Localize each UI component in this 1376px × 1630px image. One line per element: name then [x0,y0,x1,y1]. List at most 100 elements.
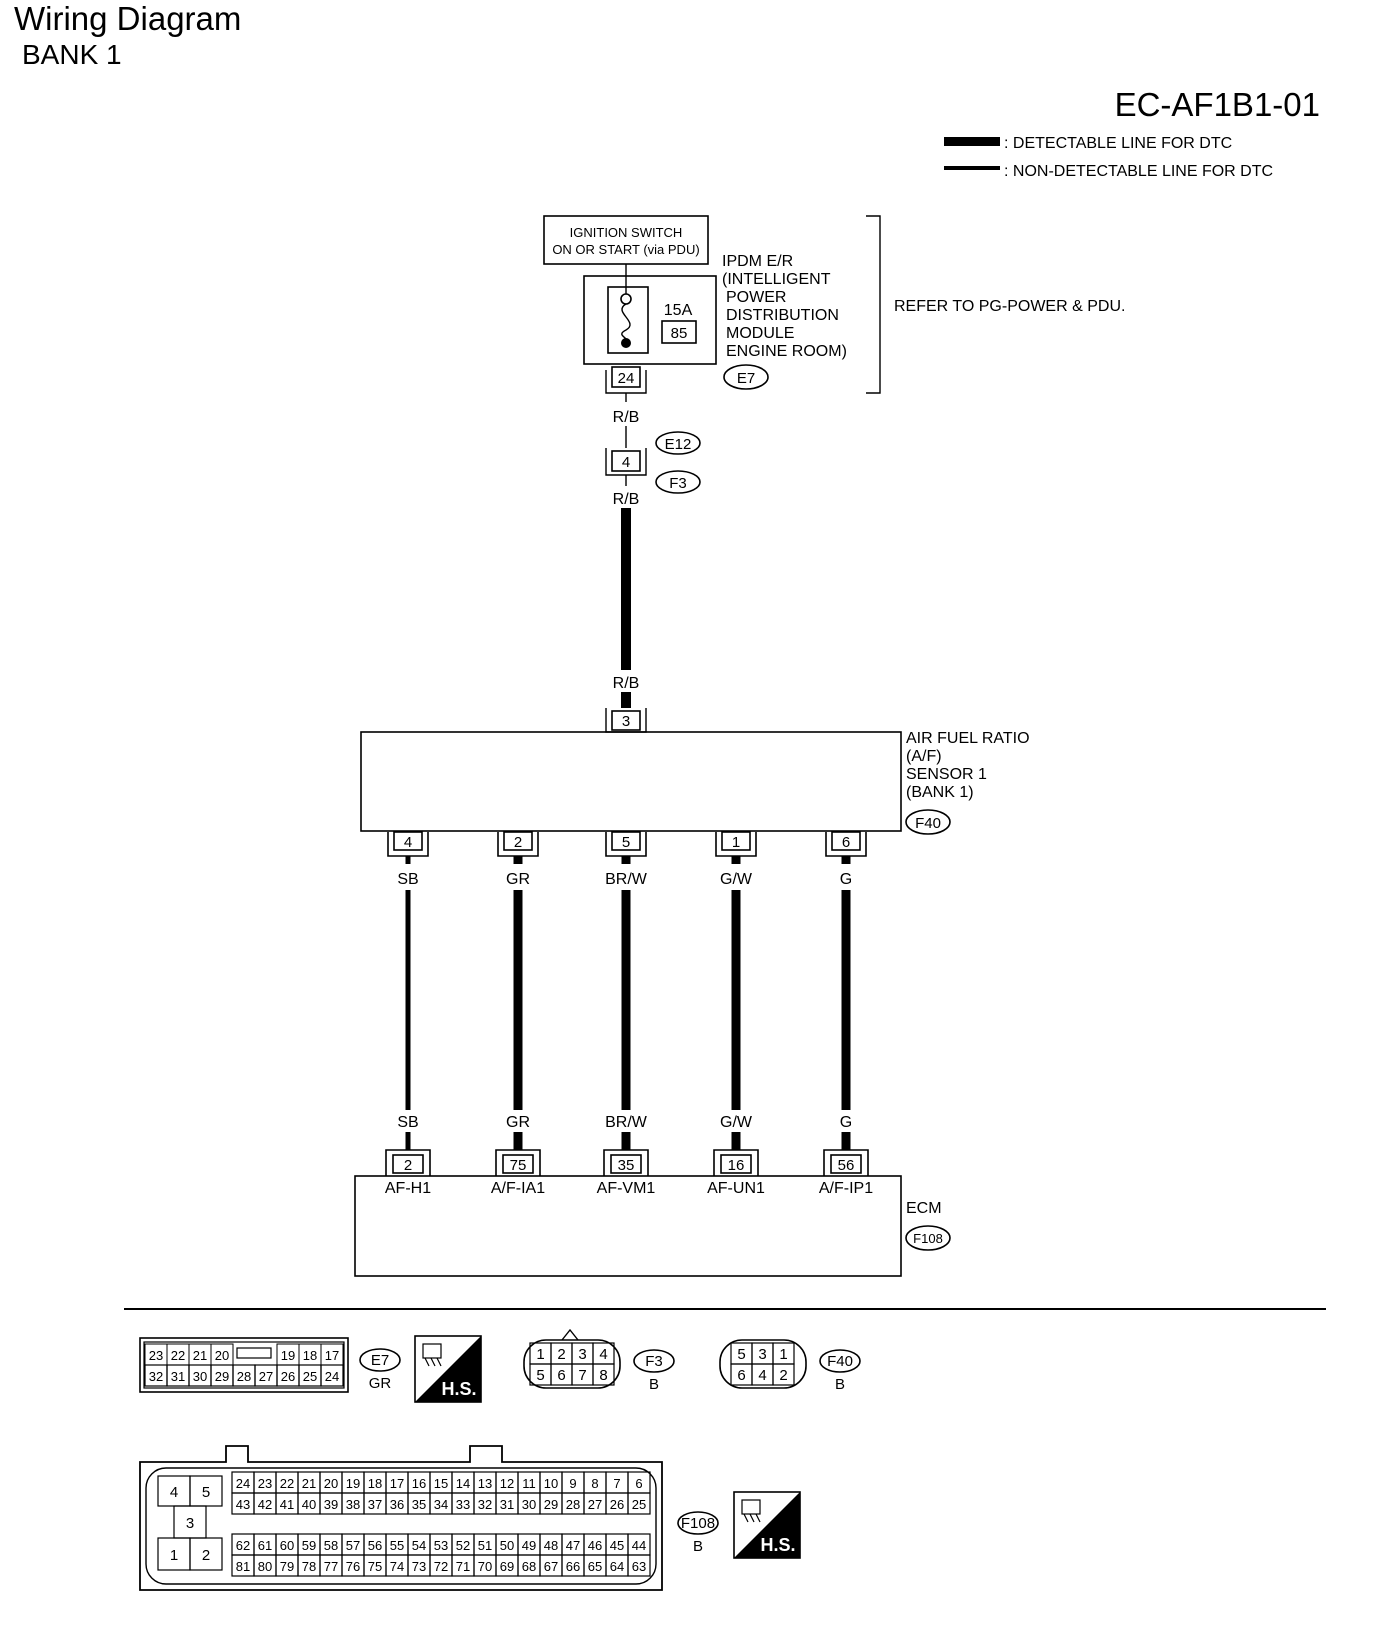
fuse-number: 85 [671,325,688,342]
cavity-number: 63 [632,1559,646,1574]
cavity-number: 6 [635,1476,642,1491]
cavity-number: 7 [613,1476,620,1491]
cavity-number: 54 [412,1538,426,1553]
ecm-pin-box [502,1154,534,1174]
ipdm-label-line: ENGINE ROOM) [726,343,847,360]
cavity-number: 31 [171,1369,185,1384]
cavity-number: 37 [368,1497,382,1512]
ecm-pin: 2 [404,1157,412,1174]
cavity-number: 18 [368,1476,382,1491]
sensor-wire-color: GR [506,871,530,888]
cavity-number: 32 [478,1497,492,1512]
cavity-number: 7 [578,1367,586,1384]
refer-text: REFER TO PG-POWER & PDU. [894,298,1125,315]
ecm-pin: 56 [838,1157,855,1174]
cavity-number: 49 [522,1538,536,1553]
cavity-number: 25 [632,1497,646,1512]
cavity-number: 67 [544,1559,558,1574]
legend-non-detectable-swatch [944,166,1000,170]
cavity-number: 80 [258,1559,272,1574]
cavity-number: 8 [599,1367,607,1384]
sensor-pin-box [721,831,751,851]
cavity-number: 46 [588,1538,602,1553]
cavity-number: 53 [434,1538,448,1553]
cavity-number: 39 [324,1497,338,1512]
connector-tag-f108-view-label: F108 [681,1515,715,1532]
cavity-number: 2 [557,1346,565,1363]
key-notch [561,1328,579,1341]
cavity-number: 13 [478,1476,492,1491]
ignition-switch-label: IGNITION SWITCH [570,225,683,240]
cavity-number: 3 [186,1515,194,1532]
cavity-number: 60 [280,1538,294,1553]
signal-wires: 4SBSB2AF-H12GRGR75A/F-IA15BR/WBR/W35AF-V… [385,831,873,1197]
sensor-label-line: (A/F) [906,748,942,765]
connector-tag-f40 [905,809,951,835]
ecm-terminal-label: A/F-IP1 [819,1180,873,1197]
sensor-wire-color: G [840,871,852,888]
ipdm-label-line: DISTRIBUTION [726,307,839,324]
cavity-number: 25 [303,1369,317,1384]
cavity-number: 20 [324,1476,338,1491]
cavity [772,1363,795,1386]
cavity-number: 77 [324,1559,338,1574]
cavity-number: 2 [202,1547,210,1564]
cavity-number: 64 [610,1559,624,1574]
cavity-number: 51 [478,1538,492,1553]
cavity-number: 1 [779,1346,787,1363]
diagram-code: EC-AF1B1-01 [1115,86,1320,123]
cavity-number: 40 [302,1497,316,1512]
cavity-number: 57 [346,1538,360,1553]
cavity-number: 71 [456,1559,470,1574]
cavity-number: 8 [591,1476,598,1491]
cavity-number: 10 [544,1476,558,1491]
refer-bracket [866,215,881,394]
ipdm-label-line: POWER [726,289,786,306]
connector-tag-f40-label: F40 [915,815,941,832]
hs-label: H.S. [760,1535,795,1555]
cavity-number: 5 [737,1346,745,1363]
cavity-number: 5 [202,1484,210,1501]
cavity-number: 28 [566,1497,580,1512]
cavity-number: 5 [536,1367,544,1384]
cavity-number: 66 [566,1559,580,1574]
cavity-number: 3 [578,1346,586,1363]
cavity-number: 52 [456,1538,470,1553]
cavity-number: 48 [544,1538,558,1553]
cavity-number: 14 [456,1476,470,1491]
sensor-pin-box [393,831,423,851]
af-sensor-box [360,731,902,832]
connector-tag-f3-view-label: F3 [645,1353,663,1370]
cavity-number: 70 [478,1559,492,1574]
ecm-wire-color: GR [506,1114,530,1131]
ignition-switch-condition: ON OR START (via PDU) [552,242,699,257]
legend-detectable-swatch [944,137,1000,146]
connector-tag-f40-view [819,1349,861,1373]
ecm-terminal-label: AF-H1 [385,1180,431,1197]
cavity-number: 4 [170,1484,178,1501]
sensor-label-line: AIR FUEL RATIO [906,730,1030,747]
sensor-wire-color: SB [397,871,418,888]
connector-tag-f3-view [633,1349,675,1373]
cavity-number: 78 [302,1559,316,1574]
cavity-number: 58 [324,1538,338,1553]
cavity-number: 22 [171,1348,185,1363]
cavity-number: 30 [522,1497,536,1512]
ecm-wire-color: G/W [720,1114,753,1131]
ecm-terminal-label: AF-UN1 [707,1180,765,1197]
cavity-number: 18 [303,1348,317,1363]
cavity-number: 28 [237,1369,251,1384]
cavity-number: 29 [215,1369,229,1384]
cavity-number: 21 [193,1348,207,1363]
fuse-icon [621,303,631,344]
sensor-label-line: SENSOR 1 [906,766,987,783]
ecm-pin: 35 [618,1157,635,1174]
ipdm-label-line: (INTELLIGENT [722,271,831,288]
cavity-number: 3 [758,1346,766,1363]
ecm-pin-box [392,1154,424,1174]
